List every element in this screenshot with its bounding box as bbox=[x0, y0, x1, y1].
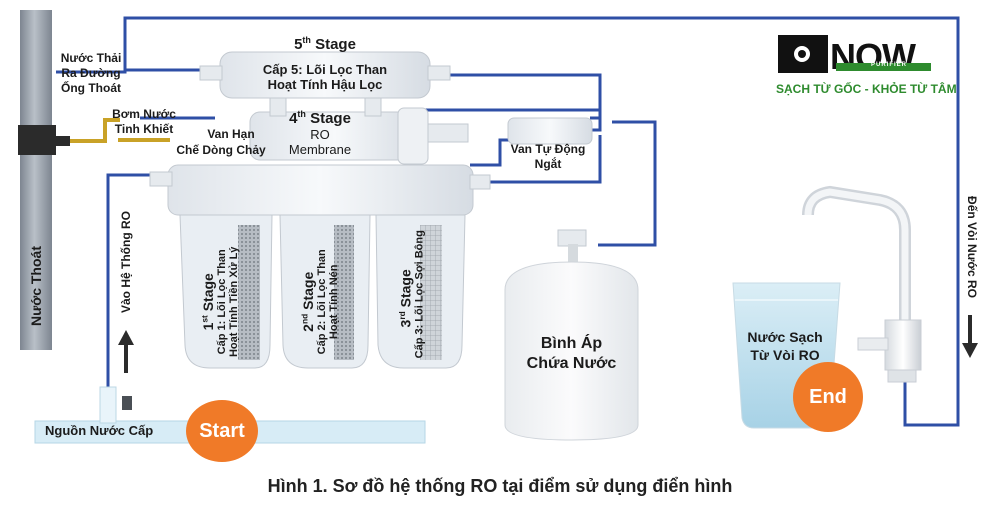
flow-valve-label-line1: Van Hạn bbox=[207, 127, 255, 141]
source-pipe bbox=[34, 386, 426, 444]
auto-valve bbox=[507, 117, 593, 145]
brand-logo: NOW PURIFIER bbox=[776, 33, 936, 77]
into-system-label: Vào Hệ Thống RO bbox=[119, 211, 133, 313]
arrows bbox=[118, 315, 978, 373]
blue-pipes bbox=[56, 16, 960, 427]
stage2-label: 2nd Stage Cấp 2: Lõi Lọc Than Hoạt Tính … bbox=[299, 249, 341, 355]
waste-label-line2: Ra Đường bbox=[61, 66, 121, 80]
pressure-tank bbox=[504, 229, 639, 441]
stage5-title: 5th Stage bbox=[294, 35, 356, 53]
stage4-desc-line1: RO bbox=[310, 127, 330, 142]
tank-label-line2: Chứa Nước bbox=[526, 355, 617, 372]
auto-valve-label-line1: Van Tự Động bbox=[510, 142, 586, 156]
start-badge: Start bbox=[186, 400, 258, 462]
logo-mark-icon: NOW bbox=[778, 35, 931, 77]
pump-label-line1: Bơm Nước bbox=[112, 107, 176, 121]
figure-caption: Hình 1. Sơ đồ hệ thống RO tại điểm sử dụ… bbox=[267, 476, 733, 496]
stage5-cartridge bbox=[199, 51, 451, 99]
drain-label: Nước Thoát bbox=[28, 246, 44, 326]
pre-filter-housing bbox=[149, 164, 491, 369]
tank-label-line1: Bình Áp bbox=[540, 335, 603, 352]
pump-label-line2: Tinh Khiết bbox=[114, 122, 174, 136]
clean-water-line2: Từ Vòi RO bbox=[750, 347, 820, 363]
stage3-label: 3rd Stage Cấp 3: Lõi Lọc Sợi Bông bbox=[396, 230, 426, 359]
auto-valve-label-line2: Ngắt bbox=[534, 157, 562, 171]
logo-sub: PURIFIER bbox=[871, 62, 908, 68]
stage4-membrane bbox=[249, 97, 469, 165]
stage1-label: 1st Stage Cấp 1: Lõi Lọc Than Hoạt Tính … bbox=[199, 246, 241, 358]
faucet bbox=[802, 185, 922, 383]
stage5-desc-line1: Cấp 5: Lõi Lọc Than bbox=[262, 62, 388, 77]
drain-pipe bbox=[18, 10, 70, 350]
stage5-desc-line2: Hoạt Tính Hậu Lọc bbox=[267, 77, 383, 92]
waste-label-line1: Nước Thải bbox=[60, 51, 122, 65]
end-badge: End bbox=[793, 362, 863, 432]
stage4-desc-line2: Membrane bbox=[288, 142, 352, 157]
brand-slogan: SẠCH TỪ GỐC - KHỎE TỪ TÂM bbox=[776, 82, 957, 96]
waste-label-line3: Ống Thoát bbox=[61, 81, 121, 95]
pump-pipes bbox=[70, 118, 170, 143]
source-label: Nguồn Nước Cấp bbox=[45, 423, 154, 438]
flow-valve-label-line2: Chế Dòng Chảy bbox=[176, 143, 266, 157]
to-faucet-label: Đến Vòi Nước RO bbox=[965, 196, 979, 298]
clean-water-line1: Nước Sạch bbox=[747, 329, 823, 345]
stage4-title: 4th Stage bbox=[289, 109, 351, 127]
